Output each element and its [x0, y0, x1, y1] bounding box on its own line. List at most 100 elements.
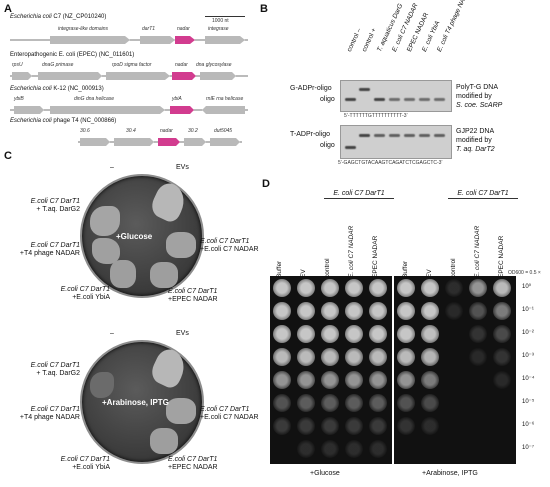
gene-label: dnaG primase: [42, 62, 74, 68]
dilution-label: 10⁰: [522, 284, 532, 290]
growth-spot: [345, 325, 363, 343]
growth-spot: [421, 279, 439, 297]
growth-spot: [493, 279, 511, 297]
growth-spot: [397, 348, 415, 366]
plate-strain-label: E.coli C7 DarT1+E.coli YbiA: [60, 456, 110, 471]
growth-spot: [493, 371, 511, 389]
growth-spot: [321, 440, 339, 458]
gene-track: [10, 72, 248, 80]
growth-spot: [369, 279, 387, 297]
growth-spot: [397, 279, 415, 297]
growth-spot: [297, 371, 315, 389]
gel-band-label: oligo: [320, 96, 335, 103]
dna-sequence: 5’-TTTTTTGTTTTTTTTTT-3’: [344, 113, 408, 119]
dilution-label: 10⁻³: [522, 353, 534, 359]
od-label: OD600 = 0.5 ×: [508, 270, 541, 276]
growth-spot: [369, 302, 387, 320]
growth-spot: [421, 394, 439, 412]
growth-spot: [321, 325, 339, 343]
dna-sequence: 5’-GAGCTGTACAAGTCAGATCTCGAGCTC-3’: [338, 160, 443, 166]
growth-spot: [421, 371, 439, 389]
plate-label-minus: –: [110, 164, 114, 171]
plate-strain-label: E.coli C7 DarT1+E.coli C7 NADAR: [200, 238, 259, 253]
gene-track: [78, 138, 242, 146]
growth-spot: [273, 325, 291, 343]
lane-label: E. coli T4 phage NADAR: [436, 0, 473, 53]
growth-spot: [469, 279, 487, 297]
dilution-label: 10⁻⁵: [522, 399, 535, 405]
plate-strain-label: E.coli C7 DarT1+E.coli C7 NADAR: [200, 406, 259, 421]
group-header: E. coli C7 DarT1: [324, 190, 394, 199]
plate-strain-label: E.coli C7 DarT1+EPEC NADAR: [168, 288, 218, 303]
growth-spot: [493, 302, 511, 320]
panel-label-d: D: [262, 178, 270, 190]
gene-label: dinG dna helicase: [74, 96, 115, 102]
gene-label: 30.4: [126, 128, 136, 134]
growth-spot: [397, 394, 415, 412]
group-header: E. coli C7 DarT1: [448, 190, 518, 199]
growth-spot: [345, 440, 363, 458]
agar-plate-glucose: +Glucose: [80, 174, 204, 298]
panel-b-gels: control – control + T. aquaticus DarG E.…: [258, 0, 550, 175]
growth-spot: [321, 371, 339, 389]
gene-arrow-highlight: [175, 36, 195, 44]
growth-spot: [321, 348, 339, 366]
gene-label: 30.2: [188, 128, 198, 134]
genome-title: Escherichia coli phage T4 (NC_000866): [10, 118, 117, 124]
growth-spot: [345, 417, 363, 435]
dilution-label: 10⁻²: [522, 330, 534, 336]
gene-track: [10, 36, 248, 44]
dilution-label: 10⁻⁶: [522, 422, 535, 428]
gene-label: integrase-like domains: [58, 26, 109, 32]
growth-spot: [397, 325, 415, 343]
growth-spot: [273, 417, 291, 435]
gene-label: dna glycosylase: [196, 62, 232, 68]
growth-spot: [421, 417, 439, 435]
growth-spot: [273, 394, 291, 412]
growth-spot: [397, 302, 415, 320]
genome-title: Enteropathogenic E. coli (EPEC) (NC_0116…: [10, 52, 135, 58]
scale-bar: [205, 16, 245, 17]
gel-desc: GJP22 DNA: [456, 128, 495, 135]
agar-plate-arabinose: +Arabinose, IPTG: [80, 340, 204, 464]
growth-spot: [397, 371, 415, 389]
gel-desc: T. aq. DarT2: [456, 146, 495, 153]
growth-spot: [369, 394, 387, 412]
gene-arrow: [140, 36, 175, 44]
plate-label-minus: –: [110, 330, 114, 337]
growth-spot: [273, 279, 291, 297]
gene-arrow: [205, 36, 245, 44]
gel-desc: PolyT-G DNA: [456, 84, 499, 91]
gene-label: ybiB: [14, 96, 24, 102]
genome-title: Escherichia coli C7 (NZ_CP010240): [10, 14, 107, 20]
growth-spot: [493, 348, 511, 366]
plate-strain-label: E.coli C7 DarT1+ T.aq. DarG2: [30, 362, 80, 377]
gel-desc: modified by: [456, 93, 492, 100]
gel-band-label: G-ADPr-oligo: [290, 85, 332, 92]
plate-strain-label: E.coli C7 DarT1+T4 phage NADAR: [19, 242, 80, 257]
plate-label-evs: EVs: [176, 330, 189, 337]
gel-image-1: [340, 80, 452, 112]
gene-arrow: [50, 36, 130, 44]
growth-spot: [321, 417, 339, 435]
growth-spot: [273, 371, 291, 389]
growth-spot: [369, 325, 387, 343]
gene-label: nadar: [177, 26, 190, 32]
gene-track: [10, 106, 248, 114]
spot-grid: [262, 178, 550, 487]
gel-desc: modified by: [456, 137, 492, 144]
gel-desc: S. coe. ScARP: [456, 102, 503, 109]
growth-spot: [345, 279, 363, 297]
growth-spot: [445, 302, 463, 320]
gene-label: rnlE rna helicase: [206, 96, 244, 102]
growth-spot: [397, 417, 415, 435]
panel-label-a: A: [4, 3, 12, 15]
growth-spot: [345, 371, 363, 389]
panel-a-gene-maps: 1000 nt Escherichia coli C7 (NZ_CP010240…: [0, 0, 258, 150]
plate-strain-label: E.coli C7 DarT1+EPEC NADAR: [168, 456, 218, 471]
dilution-label: 10⁻⁷: [522, 445, 535, 451]
gene-label: integrase: [208, 26, 229, 32]
growth-spot: [297, 440, 315, 458]
growth-spot: [297, 348, 315, 366]
growth-spot: [297, 302, 315, 320]
